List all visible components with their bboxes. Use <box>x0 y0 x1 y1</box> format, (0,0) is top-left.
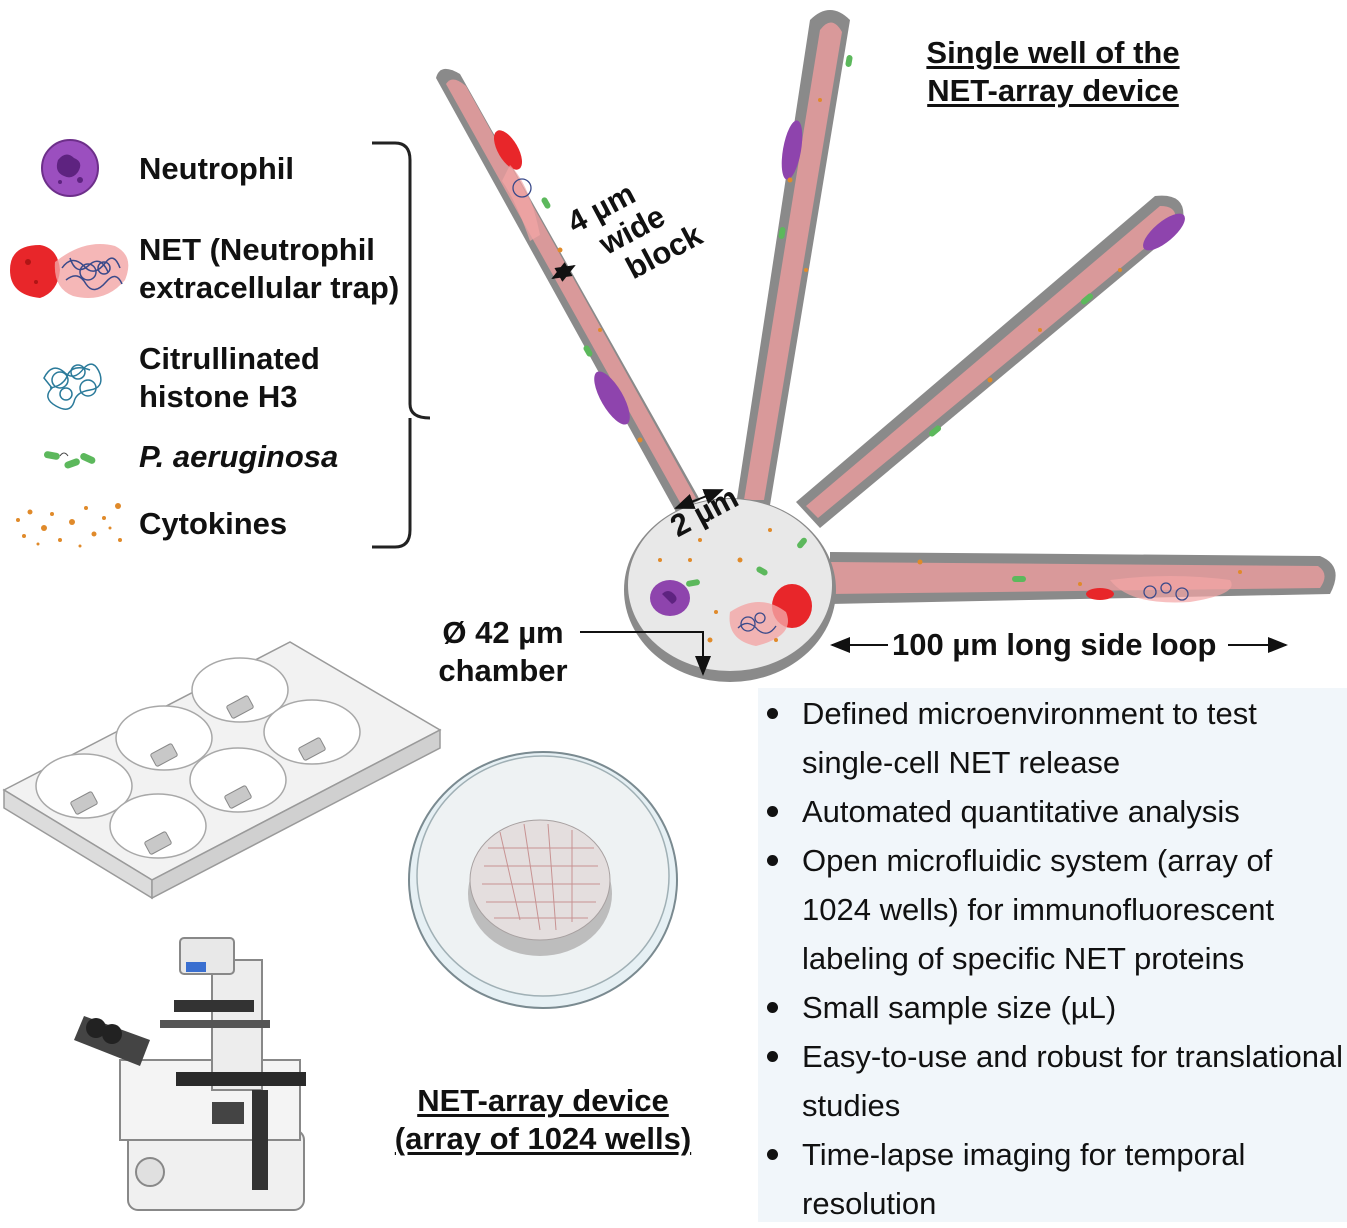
neutrophil-arm-3 <box>1143 213 1185 251</box>
side-loop-arm-4 <box>830 552 1336 604</box>
chamber-line2: chamber <box>438 653 568 688</box>
cytokines-in-well <box>557 98 1242 643</box>
microscope <box>74 937 306 1211</box>
six-well-plate <box>2 641 442 900</box>
side-loop-arm-3 <box>796 195 1184 528</box>
legend-label-net-line2: extracellular trap) <box>139 270 400 305</box>
bacteria-in-well <box>541 55 1094 587</box>
chamber-label: Ø 42 µm chamber <box>426 614 580 690</box>
feature-item: Easy-to-use and robust for translational… <box>758 1032 1347 1130</box>
net-in-chamber <box>729 584 812 646</box>
chamber-pointer <box>580 631 711 676</box>
feature-item: Automated quantitative analysis <box>758 787 1347 836</box>
legend-label-histone: Citrullinated histone H3 <box>139 340 320 416</box>
inlet-arrow <box>674 489 724 509</box>
side-loop-arm-1 <box>436 68 700 512</box>
feature-item: Defined microenvironment to test single-… <box>758 689 1347 787</box>
legend-label-net: NET (Neutrophil extracellular trap) <box>139 231 399 307</box>
petri-dish <box>408 751 678 1009</box>
feature-item: Open microfluidic system (array of 1024 … <box>758 836 1347 983</box>
legend-label-histone-line2: histone H3 <box>139 379 298 414</box>
neutrophil-in-chamber <box>650 580 690 616</box>
net-arm-1 <box>494 130 540 241</box>
features-list: Defined microenvironment to test single-… <box>758 689 1347 1228</box>
histone-icon <box>43 363 102 410</box>
legend-label-bacteria: P. aeruginosa <box>139 439 339 474</box>
chamber-line1: Ø 42 µm <box>442 615 564 650</box>
neutrophil-arm-2 <box>781 120 803 180</box>
legend-label-net-line1: NET (Neutrophil <box>139 232 375 267</box>
side-loop-arm-2 <box>736 10 850 505</box>
well-title-line2: NET-array device <box>927 73 1179 108</box>
device-title-line1: NET-array device <box>417 1083 669 1118</box>
block-width-arrow <box>551 262 576 282</box>
well-title: Single well of the NET-array device <box>908 34 1198 110</box>
well-title-line1: Single well of the <box>926 35 1180 70</box>
device-title: NET-array device (array of 1024 wells) <box>380 1082 706 1158</box>
bacteria-icon <box>43 451 96 469</box>
features-panel: Defined microenvironment to test single-… <box>758 688 1347 1222</box>
device-title-line2: (array of 1024 wells) <box>394 1121 692 1156</box>
cytokines-icon <box>16 503 122 548</box>
legend-bracket <box>372 141 431 549</box>
legend-label-histone-line1: Citrullinated <box>139 341 320 376</box>
legend-label-cytokines: Cytokines <box>139 506 288 541</box>
feature-item: Time-lapse imaging for temporal resoluti… <box>758 1130 1347 1228</box>
loop-length-label: 100 µm long side loop <box>892 627 1217 662</box>
legend-label-neutrophil: Neutrophil <box>139 151 294 186</box>
net-arm-4 <box>1086 576 1232 603</box>
net-icon <box>10 244 129 298</box>
neutrophil-icon <box>41 139 99 197</box>
feature-item: Small sample size (µL) <box>758 983 1347 1032</box>
neutrophil-arm-1 <box>594 371 630 425</box>
